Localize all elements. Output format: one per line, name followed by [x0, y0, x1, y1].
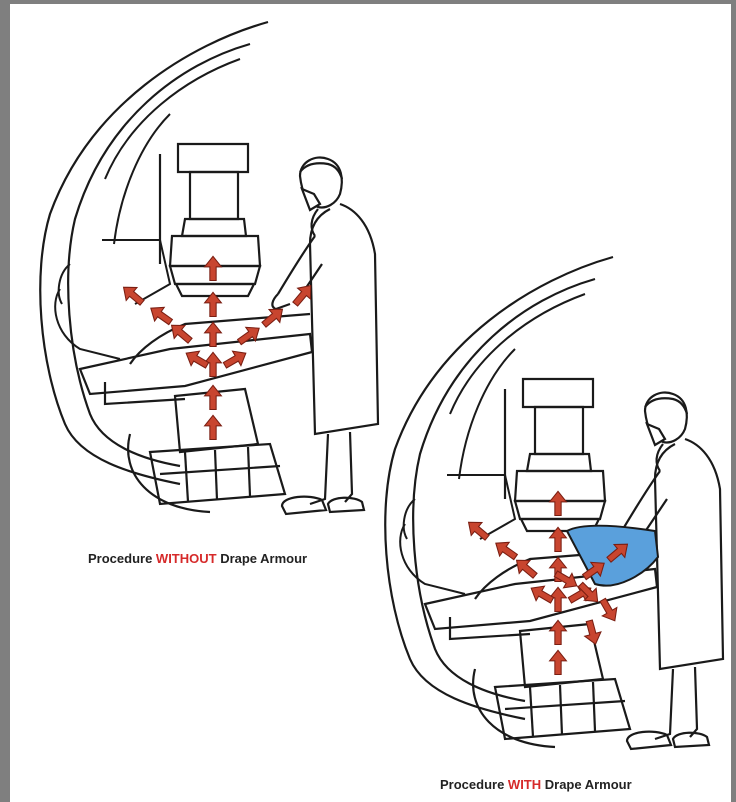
scatter-arrow-icon — [550, 620, 567, 644]
scatter-arrow-icon — [205, 385, 222, 409]
scatter-arrow-icon — [235, 321, 264, 349]
scatter-arrow-icon — [550, 491, 567, 515]
caption-highlight-with: WITH — [508, 777, 541, 792]
scatter-arrow-icon — [118, 281, 147, 309]
scene-with-drape — [385, 257, 723, 749]
figure-page: Procedure WITHOUT Drape Armour Procedure… — [10, 4, 731, 802]
scatter-arrow-icon — [221, 346, 250, 373]
scatter-arrow-icon — [205, 415, 222, 439]
scatter-arrow-icon — [581, 619, 603, 647]
scene-without-drape — [40, 22, 378, 514]
scatter-arrow-icon — [463, 516, 492, 544]
caption-with-drape: Procedure WITH Drape Armour — [440, 777, 632, 792]
caption-without-drape: Procedure WITHOUT Drape Armour — [88, 551, 307, 566]
illustration-canvas — [10, 4, 731, 802]
scatter-arrow-icon — [205, 256, 222, 280]
caption-highlight-without: WITHOUT — [156, 551, 217, 566]
scatter-arrow-icon — [550, 650, 567, 674]
scatter-arrow-icon — [289, 280, 317, 309]
